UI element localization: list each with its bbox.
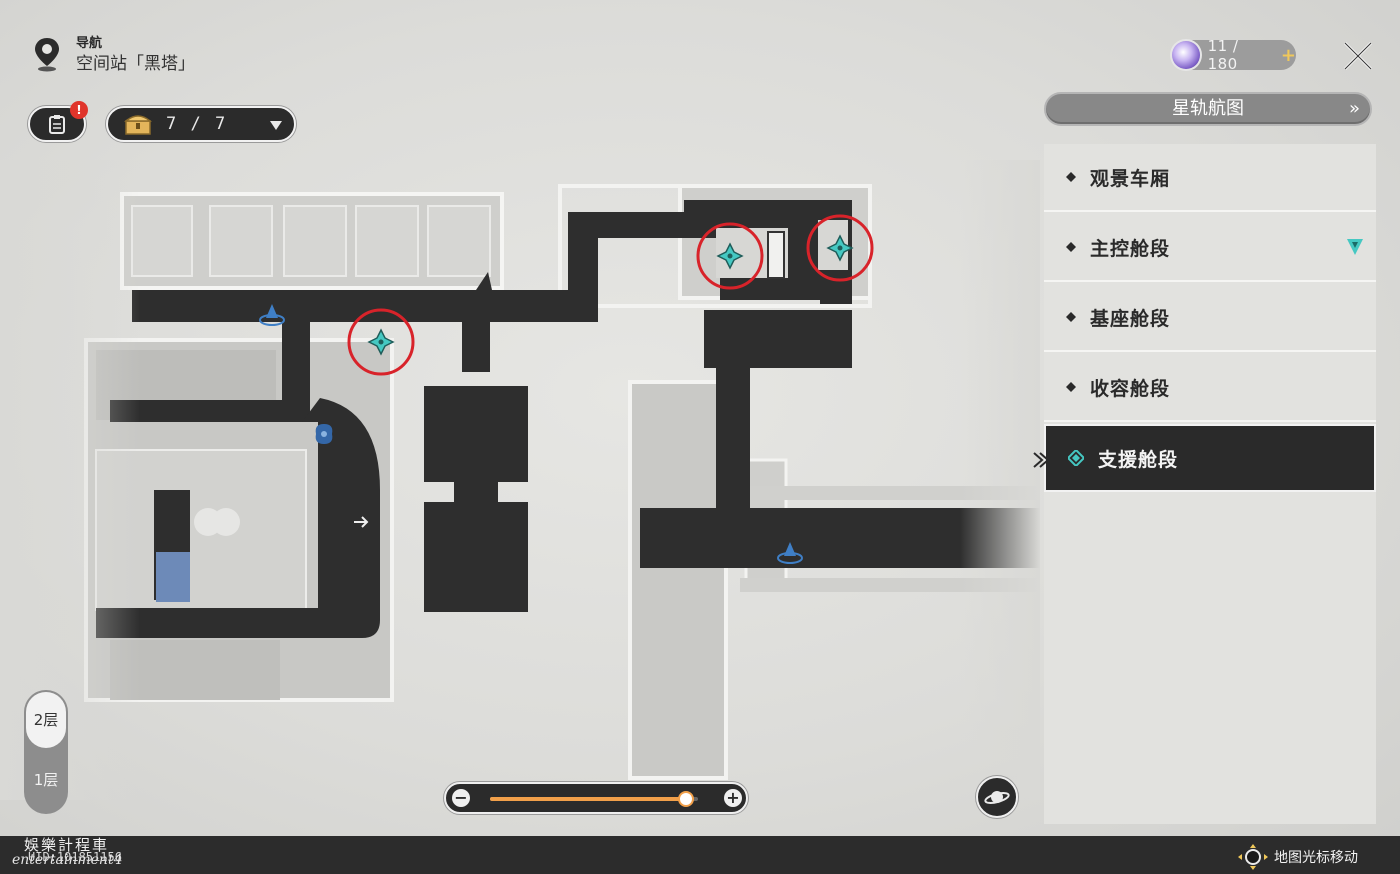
selection-pointer-icon: [1033, 452, 1050, 468]
star-rail-map-button[interactable]: 星轨航图 »: [1044, 92, 1372, 126]
zoom-fill: [490, 797, 686, 801]
treasure-counter-dropdown[interactable]: 7 / 7: [106, 106, 296, 142]
watermark-text: 娛樂計程車: [24, 836, 110, 854]
area-label: 收容舱段: [1090, 377, 1171, 400]
area-item-base-zone[interactable]: 基座舱段: [1044, 284, 1376, 352]
add-power-icon[interactable]: +: [1280, 44, 1296, 66]
trailblaze-power-counter[interactable]: 11 / 180 +: [1170, 37, 1296, 73]
planet-icon: [984, 791, 1010, 804]
nav-label: 导航: [76, 36, 103, 51]
treasure-count: 7 / 7: [166, 114, 228, 134]
diamond-icon: [1066, 242, 1076, 252]
chest-marker-icon[interactable]: [347, 308, 415, 376]
map-canvas[interactable]: [0, 160, 1040, 800]
area-list: 观景车厢 主控舱段 基座舱段 收容舱段 支援舱段: [1044, 144, 1376, 824]
quest-log-button[interactable]: [28, 106, 86, 142]
location-marker-icon: [1347, 239, 1363, 255]
zoom-in-button[interactable]: +: [724, 789, 742, 807]
diamond-icon: [1066, 382, 1076, 392]
space-anchor-icon[interactable]: [259, 304, 285, 326]
floor-button-1[interactable]: 1层: [33, 771, 59, 789]
cursor-hint: 地图光标移动: [1236, 842, 1358, 872]
floor-selector: 2层 1层: [24, 690, 68, 814]
double-chevron-right-icon: »: [1348, 98, 1360, 119]
chest-marker-icon[interactable]: [806, 214, 874, 282]
area-item-storage-zone[interactable]: 收容舱段: [1044, 354, 1376, 422]
planet-view-button[interactable]: [976, 776, 1018, 818]
triangle-down-icon: [270, 121, 282, 130]
floor-button-2[interactable]: 2层: [26, 692, 66, 748]
joystick-icon: [1238, 844, 1268, 870]
chest-marker-icon[interactable]: [696, 222, 764, 290]
area-label: 支援舱段: [1098, 448, 1179, 471]
diamond-icon: [1068, 450, 1084, 466]
trailblaze-power-icon: [1170, 39, 1202, 71]
nav-text: 导航 空间站「黑塔」: [76, 36, 195, 76]
direction-arrow-icon: [354, 516, 369, 528]
star-rail-map-label: 星轨航图: [1172, 98, 1244, 119]
area-item-observation-car[interactable]: 观景车厢: [1044, 144, 1376, 212]
cursor-hint-label: 地图光标移动: [1274, 850, 1358, 866]
trailblaze-power-value: 11 / 180: [1207, 37, 1239, 73]
zoom-slider: − +: [444, 782, 748, 814]
area-item-supply-zone[interactable]: 支援舱段: [1044, 424, 1376, 492]
diamond-icon: [1066, 172, 1076, 182]
area-label: 主控舱段: [1090, 237, 1171, 260]
watermark-subtext: entertainment4: [12, 852, 123, 868]
area-label: 基座舱段: [1090, 307, 1171, 330]
trailblaze-mission-icon[interactable]: [315, 424, 333, 444]
map-fade-left: [0, 160, 140, 800]
alert-badge: !: [70, 101, 88, 119]
zoom-out-button[interactable]: −: [452, 789, 470, 807]
diamond-icon: [1066, 312, 1076, 322]
location-name: 空间站「黑塔」: [76, 54, 195, 74]
clipboard-icon: [49, 115, 65, 134]
map-chamber-top-right: [716, 220, 848, 279]
close-icon[interactable]: [1340, 38, 1376, 74]
zoom-handle[interactable]: [677, 791, 694, 807]
navigation-header: 导航 空间站「黑塔」: [32, 36, 195, 76]
player-uid: UID:101851156: [28, 850, 122, 864]
zoom-track[interactable]: [490, 791, 698, 807]
bottom-bar: [0, 836, 1400, 874]
area-item-master-control-zone[interactable]: 主控舱段: [1044, 214, 1376, 282]
map-fade-right: [960, 160, 1040, 800]
treasure-chest-icon: [124, 115, 152, 135]
area-label: 观景车厢: [1090, 167, 1171, 190]
space-anchor-icon[interactable]: [777, 542, 803, 564]
location-pin-icon: [35, 38, 59, 72]
